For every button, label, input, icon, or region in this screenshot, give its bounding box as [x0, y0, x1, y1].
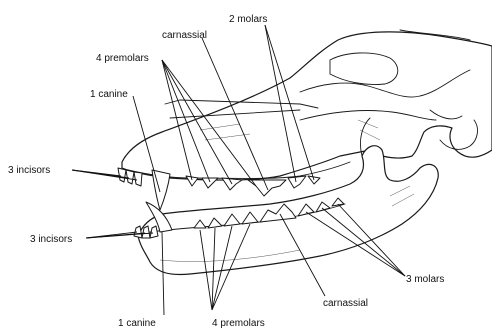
- upper-incisor-1: [118, 168, 126, 182]
- label-upper-carnassial: carnassial: [162, 30, 207, 41]
- label-lower-canine: 1 canine: [118, 318, 156, 329]
- label-upper-molars: 2 molars: [229, 14, 267, 25]
- label-upper-premolars: 4 premolars: [96, 53, 149, 64]
- label-lower-premolars: 4 premolars: [212, 318, 265, 329]
- label-lower-molars: 3 molars: [406, 274, 444, 285]
- upper-molar-1: [288, 176, 306, 188]
- upper-canine: [152, 170, 170, 210]
- label-upper-canine: 1 canine: [90, 89, 128, 100]
- label-upper-incisors: 3 incisors: [8, 165, 50, 176]
- label-lower-incisors: 3 incisors: [30, 234, 72, 245]
- upper-incisor-3: [134, 172, 142, 186]
- upper-incisor-2: [126, 170, 134, 184]
- upper-premolar-1: [186, 176, 198, 186]
- upper-premolar-2: [202, 178, 218, 188]
- label-lower-carnassial: carnassial: [323, 298, 368, 309]
